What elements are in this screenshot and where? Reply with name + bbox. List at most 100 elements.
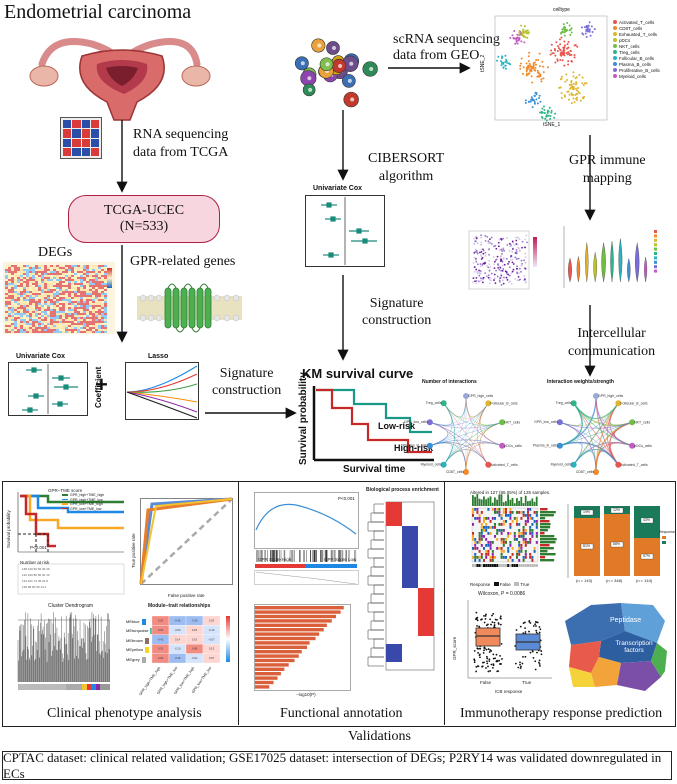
module-label: MEyellow (126, 645, 154, 654)
svg-text:NKT_cells: NKT_cells (634, 420, 650, 424)
svg-text:pDCs_cells: pDCs_cells (634, 444, 652, 448)
enrich-title: Biological process enrichment (366, 487, 439, 493)
validations-label: Validations (348, 729, 411, 744)
svg-text:Treg_cells: Treg_cells (556, 401, 572, 405)
interaction-network-weight: GPR_high_cellsFollicular_B_cellsNKT_cell… (533, 393, 652, 475)
flow-arrows (116, 62, 596, 419)
svg-text:0.26: 0.26 (158, 619, 164, 623)
svg-text:-0.10: -0.10 (175, 647, 181, 651)
gsea-pval: P<0.001 (338, 496, 355, 501)
tsne-legend-item: Plasma_B_cells (613, 62, 660, 68)
panel-divider-1 (238, 482, 239, 725)
heat-title: Module−trait relationships (148, 603, 211, 609)
clinical-km-plot: 148 120 90 66 40 20 122 100 80 50 30 12 … (17, 492, 125, 595)
tsne-legend-item: Myeloid_cells (613, 74, 660, 80)
svg-text:GPR_high_cells: GPR_high_cells (468, 394, 493, 398)
stacked-response-bars (567, 504, 670, 578)
tcga-line1: TCGA-UCEC (103, 203, 185, 218)
oncoplot-title: Altered in 127 (86.05%) of 135 samples. (470, 490, 551, 495)
enrichment-heatmap (367, 501, 435, 671)
svg-text:-0.45: -0.45 (175, 656, 181, 660)
voronoi-peptidase: Peptidase (610, 617, 642, 624)
module-label: MEbrown (126, 636, 154, 645)
validation-box: CPTAC dataset: clinical related validati… (2, 749, 672, 781)
tcga-line2: (N=533) (119, 219, 169, 234)
svg-text:GPR_low_cells: GPR_low_cells (404, 420, 428, 424)
svg-text:0.39: 0.39 (158, 656, 164, 660)
svg-text:Activated_T_cells: Activated_T_cells (620, 463, 648, 467)
svg-text:122 100 80 50 30 12: 122 100 80 50 30 12 (22, 573, 50, 577)
clinical-roc-plot (139, 497, 233, 585)
clinical-risk-label: Number at risk (20, 560, 50, 565)
validation-text: CPTAC dataset: clinical related validati… (3, 749, 662, 781)
tsne-legend-title: celltype (553, 7, 570, 13)
gsea-right-label: GPR Score Low (324, 557, 357, 562)
plus-sign: + (95, 372, 108, 397)
svg-text:-0.42: -0.42 (158, 637, 164, 641)
svg-text:Follicular_B_cells: Follicular_B_cells (620, 401, 647, 405)
svg-text:CD8T_cells: CD8T_cells (576, 470, 594, 474)
svg-text:-0.01: -0.01 (192, 656, 198, 660)
oncoplot (471, 494, 557, 567)
dendro-title: Cluster Dendrogram (48, 603, 94, 609)
svg-text:139 98 60 30 14 4: 139 98 60 30 14 4 (22, 585, 47, 589)
uni-cox-left-forest (8, 362, 88, 416)
tsne-legend-item: Treg_cells (613, 50, 660, 56)
svg-text:0.03: 0.03 (209, 619, 215, 623)
uni-cox-left-title: Univariate Cox (16, 353, 66, 360)
gpr-immune-mapping-label: GPR immune mapping (569, 153, 646, 186)
cibersort-label: CIBERSORT algorithm (368, 151, 445, 184)
signature-construction-left: Signature construction (212, 366, 282, 398)
svg-text:133 101 74 45 22 8: 133 101 74 45 22 8 (22, 579, 48, 583)
signature-construction-middle: Signature construction (362, 296, 432, 328)
svg-text:GPR_high_cells: GPR_high_cells (598, 394, 623, 398)
bar-pct-3b: 43% (643, 518, 651, 522)
lasso-plot (125, 362, 199, 420)
n-label-1: (n = 143) (576, 578, 593, 583)
box-cat-true: True (522, 680, 532, 685)
bar-pct-2b: 12% (613, 508, 621, 512)
svg-text:0.18: 0.18 (192, 628, 198, 632)
tsne-legend-item: Follicular_B_cells (613, 56, 660, 62)
lasso-title: Lasso (148, 353, 169, 360)
km-title: KM survival curve (302, 366, 414, 381)
clinical-km-legend-title: GPR−TME score (48, 488, 83, 493)
tsne-legend-item: pDCs (613, 38, 660, 44)
svg-text:Follicular_B_cells: Follicular_B_cells (490, 401, 517, 405)
rna-seq-label: RNA sequencing data from TCGA (133, 127, 229, 160)
page-title: Endometrial carcinoma (4, 1, 192, 23)
gpcr-protein-illustration (137, 283, 242, 333)
net-right-title: Interaction weights/strength (547, 379, 614, 385)
clinical-pval: P<0.001 (30, 545, 47, 550)
tsne-xlabel: tSNE_1 (543, 122, 561, 128)
response-legend-label: Response (470, 582, 491, 587)
svg-text:0.07: 0.07 (209, 656, 215, 660)
km-legend-item: GPR_low+TME_low (62, 507, 104, 512)
svg-text:-0.30: -0.30 (192, 619, 198, 623)
svg-text:0.31: 0.31 (158, 647, 164, 651)
tsne-legend-item: NKT_cells (613, 44, 660, 50)
degs-heatmap (3, 262, 115, 334)
svg-text:Treg_cells: Treg_cells (426, 401, 442, 405)
scrna-label: scRNA sequencing data from GEO (393, 32, 500, 64)
tsne-legend-item: Exhausted_T_cells (613, 32, 660, 38)
tsne-legend-item: Activated_T_cells (613, 20, 660, 26)
svg-text:GPR_low_cells: GPR_low_cells (534, 420, 558, 424)
svg-text:Activated_T_cells: Activated_T_cells (490, 463, 518, 467)
panel-divider-2 (444, 482, 445, 725)
svg-text:Plasma_B_cells: Plasma_B_cells (533, 444, 558, 448)
svg-text:Plasma_B_cells: Plasma_B_cells (403, 444, 428, 448)
svg-text:0.45: 0.45 (192, 647, 198, 651)
svg-text:0.14: 0.14 (175, 637, 181, 641)
resp-legend-title: Response (659, 530, 675, 534)
bar-pct-1b: 19% (583, 510, 591, 514)
gpr-genes-label: GPR-related genes (130, 254, 236, 269)
tsne-legend-item: CD8T_cells (613, 26, 660, 32)
module-label: MEgrey (126, 655, 154, 664)
box-xlabel: ICB response (495, 689, 523, 694)
module-label: MEblue (126, 617, 154, 626)
svg-text:0.19: 0.19 (192, 637, 198, 641)
bar-pct-2a: 88% (613, 542, 621, 546)
